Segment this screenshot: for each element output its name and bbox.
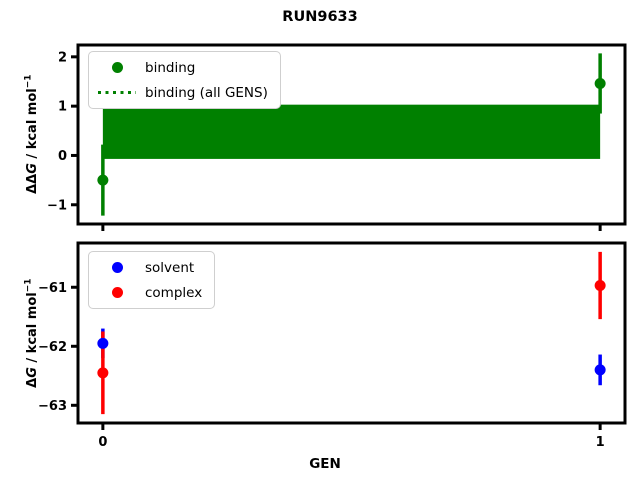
y-axis-label-bottom-text: ΔG / kcal mol−1: [24, 278, 40, 387]
y-tick-label: −1: [47, 198, 67, 213]
y-axis-label-top: ΔΔG / kcal mol−1: [19, 45, 45, 224]
complex-dot-icon: [111, 287, 123, 298]
x-tick-label: 0: [98, 435, 107, 450]
solvent-dot-icon: [111, 262, 123, 273]
legend-label-binding-all-gens: binding (all GENS): [145, 84, 268, 101]
binding-all-gens-dotted-line-icon: [98, 91, 136, 94]
legend-item-binding: binding: [95, 55, 268, 80]
y-tick-label: 0: [58, 149, 67, 164]
axes-bottom-dg: −63 −62 −61 0 1 ΔG / kcal mol−1 solvent comp…: [24, 241, 627, 472]
legend-item-complex: complex: [95, 280, 202, 305]
y-tick-label: −61: [38, 281, 67, 296]
ylabel-units: / kcal mol: [25, 292, 41, 367]
ylabel-delta: ΔΔ: [25, 174, 41, 195]
data-point-binding: [594, 77, 606, 89]
x-axis-label: GEN: [309, 456, 341, 472]
confidence-band: [102, 104, 601, 159]
legend-label-solvent: solvent: [145, 259, 195, 276]
axes-frame: [76, 241, 627, 425]
data-point-solvent: [594, 364, 606, 376]
legend-swatch: [95, 62, 139, 73]
y-axis-label-top-text: ΔΔG / kcal mol−1: [24, 75, 40, 194]
data-point-complex: [97, 367, 109, 379]
legend-bottom: solvent complex: [88, 251, 216, 309]
legend-item-binding-all-gens: binding (all GENS): [95, 80, 268, 105]
axes-frame: [76, 43, 627, 226]
ylabel-variable: G: [25, 366, 41, 378]
y-tick-label: 2: [58, 50, 67, 65]
y-axis-label-bottom: ΔG / kcal mol−1: [19, 243, 45, 423]
plot-svg-bottom: −63 −62 −61 0 1: [38, 241, 627, 450]
ylabel-exponent: −1: [23, 278, 34, 293]
y-tick-label: −62: [38, 340, 67, 355]
y-tick-label: −63: [38, 399, 67, 414]
ylabel-exponent: −1: [23, 74, 34, 89]
data-point-binding: [97, 174, 109, 186]
binding-dot-icon: [111, 62, 123, 73]
plot-svg-top: −1 0 1 2: [47, 43, 627, 231]
legend-swatch: [95, 262, 139, 273]
legend-swatch: [95, 287, 139, 298]
x-tick-label: 1: [596, 435, 605, 450]
legend-label-complex: complex: [145, 284, 203, 301]
legend-top: binding binding (all GENS): [88, 51, 281, 109]
y-tick-label: 1: [58, 100, 67, 115]
data-point-solvent: [97, 337, 109, 349]
legend-swatch: [95, 91, 139, 94]
ylabel-units: / kcal mol: [25, 88, 41, 164]
legend-label-binding: binding: [145, 59, 196, 76]
ylabel-delta: Δ: [25, 377, 41, 388]
figure-title: RUN9633: [282, 9, 358, 25]
data-point-complex: [594, 279, 606, 291]
ylabel-variable: G: [25, 163, 41, 175]
legend-item-solvent: solvent: [95, 255, 202, 280]
